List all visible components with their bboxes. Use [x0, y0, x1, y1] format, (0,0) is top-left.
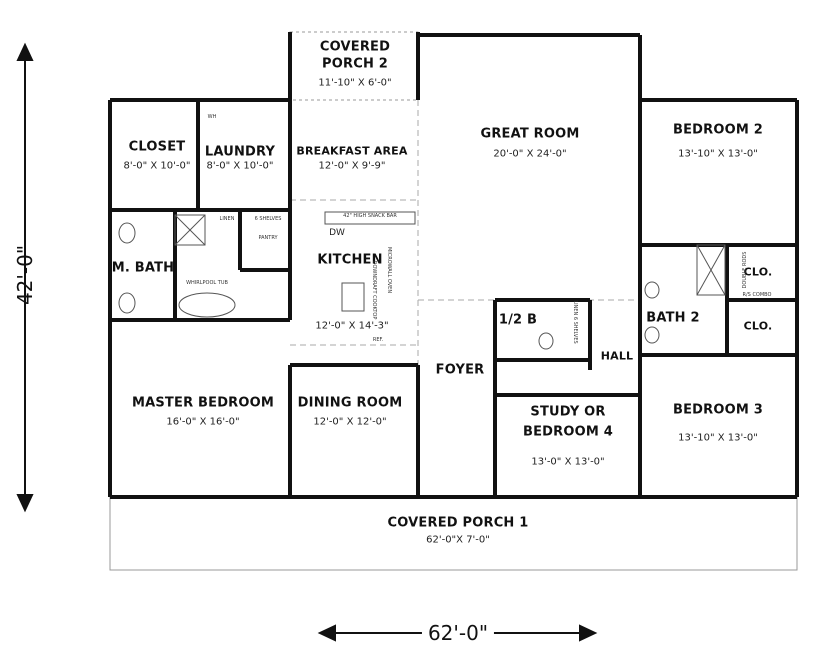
- oven-label: MICROWALL OVEN: [386, 246, 392, 294]
- study-label-2: BEDROOM 4: [522, 424, 614, 440]
- cooktop: [341, 282, 365, 312]
- ref-label: REF.: [372, 337, 384, 343]
- cooktop-label: DOWNDRAFT COOKTOP: [371, 260, 377, 320]
- arrow-right-icon: [579, 624, 598, 642]
- master-shower: [174, 214, 206, 246]
- master-label: MASTER BEDROOM: [131, 395, 275, 411]
- study-dims: 13'-0" X 13'-0": [531, 456, 605, 468]
- foyer-label: FOYER: [435, 362, 485, 378]
- porch2-dims: 11'-10" X 6'-0": [318, 77, 392, 89]
- pantry-label: PANTRY: [258, 235, 278, 241]
- width-dimension: 62'-0": [421, 621, 495, 645]
- rs-combo-label: R/S COMBO: [742, 292, 772, 298]
- closet-label: CLOSET: [128, 139, 186, 155]
- dining-dims: 12'-0" X 12'-0": [313, 416, 387, 428]
- great-room-label: GREAT ROOM: [480, 126, 580, 142]
- breakfast-dims: 12'-0" X 9'-9": [318, 160, 386, 172]
- bath2-label: BATH 2: [646, 310, 700, 326]
- breakfast-label: BREAKFAST AREA: [296, 144, 408, 158]
- snack-bar-label: 42" HIGH SNACK BAR: [343, 213, 397, 219]
- porch2-label: COVERED: [319, 39, 391, 55]
- laundry-dims: 8'-0" X 10'-0": [206, 160, 274, 172]
- great-room-dims: 20'-0" X 24'-0": [493, 148, 567, 160]
- porch1-dims: 62'-0"X 7'-0": [426, 534, 490, 546]
- porch1-label: COVERED PORCH 1: [387, 515, 529, 531]
- bedroom3-label: BEDROOM 3: [672, 402, 764, 418]
- whirlpool-tub: [178, 292, 236, 318]
- bedroom2-dims: 13'-10" X 13'-0": [678, 148, 758, 160]
- laundry-label: LAUNDRY: [204, 144, 276, 160]
- linen-label: LINEN: [219, 216, 235, 222]
- bedroom2-label: BEDROOM 2: [672, 122, 764, 138]
- arrow-down-icon: [16, 494, 34, 513]
- dining-label: DINING ROOM: [297, 395, 403, 411]
- kitchen-label: KITCHEN: [317, 252, 383, 268]
- m-bath-label: M. BATH: [111, 260, 175, 276]
- bath2-shower: [696, 244, 726, 296]
- bedroom3-dims: 13'-10" X 13'-0": [678, 432, 758, 444]
- double-rods-label: DOUBLE RODS: [742, 251, 748, 289]
- shelves-label: 6 SHELVES: [254, 216, 282, 222]
- closet-dims: 8'-0" X 10'-0": [123, 160, 191, 172]
- arrow-left-icon: [317, 624, 336, 642]
- whirlpool-label: WHIRLPOOL TUB: [186, 280, 228, 286]
- closet-b3-label: CLO.: [743, 319, 773, 333]
- closet-b2-label: CLO.: [743, 265, 773, 279]
- wh-label: WH: [207, 114, 217, 120]
- hall-label: HALL: [600, 349, 634, 363]
- master-dims: 16'-0" X 16'-0": [166, 416, 240, 428]
- porch2-label-2: PORCH 2: [322, 56, 388, 72]
- linen-shelves-label: LINEN 6 SHELVES: [572, 300, 578, 344]
- covered-porch-1-outline: [109, 496, 798, 571]
- half-bath-label: 1/2 B: [498, 312, 538, 328]
- study-label: STUDY OR: [530, 404, 606, 420]
- kitchen-dims: 12'-0" X 14'-3": [315, 320, 389, 332]
- snack-bar: [324, 211, 416, 225]
- dw-label: DW: [329, 228, 345, 238]
- depth-dimension: 42'-0": [13, 244, 37, 306]
- arrow-up-icon: [16, 42, 34, 61]
